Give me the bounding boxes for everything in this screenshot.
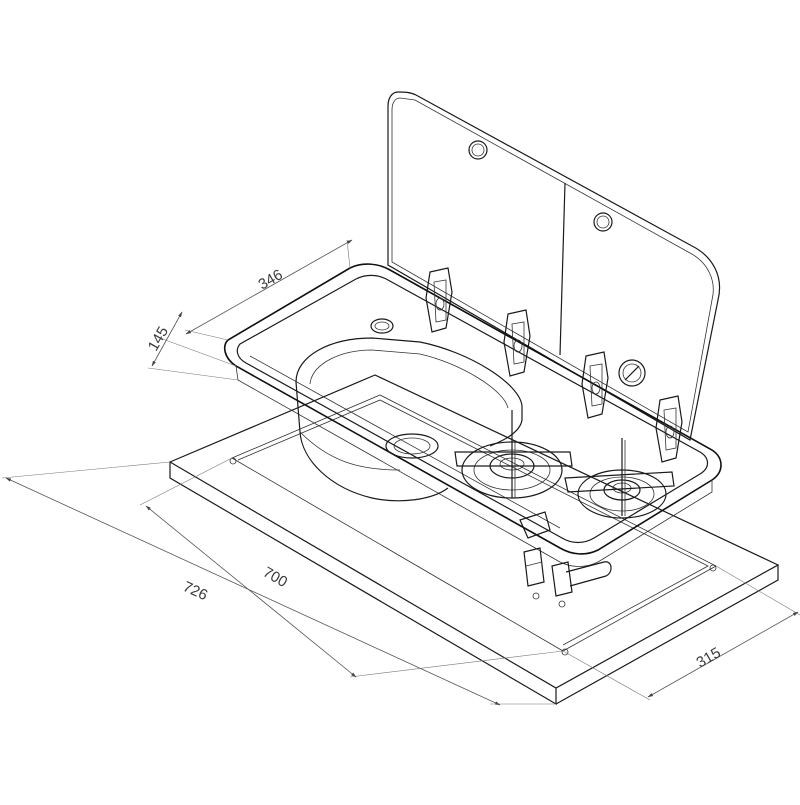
dimension-346: 346 — [184, 239, 353, 341]
dimension-145-label: 145 — [145, 324, 172, 354]
glass-lid — [387, 91, 721, 441]
dimension-726-label: 726 — [180, 578, 210, 604]
hinge-1 — [425, 267, 453, 333]
burner-small — [564, 438, 675, 519]
drain-icon — [385, 433, 439, 459]
dimension-700-label: 700 — [260, 564, 290, 591]
burner-large — [454, 410, 573, 499]
dimension-145: 145 — [145, 311, 239, 381]
knob-icon — [618, 359, 646, 387]
lid-hole-1 — [468, 140, 488, 160]
gas-fittings — [519, 511, 612, 608]
dimension-346-label: 346 — [256, 266, 286, 293]
hinge-2 — [503, 309, 531, 377]
top-plate — [223, 263, 722, 567]
dimension-315-label: 315 — [694, 644, 724, 671]
cutout-template-board — [168, 374, 780, 706]
lid-hole-2 — [593, 212, 613, 232]
hinge-4 — [655, 395, 683, 463]
hinge-3 — [581, 351, 609, 419]
